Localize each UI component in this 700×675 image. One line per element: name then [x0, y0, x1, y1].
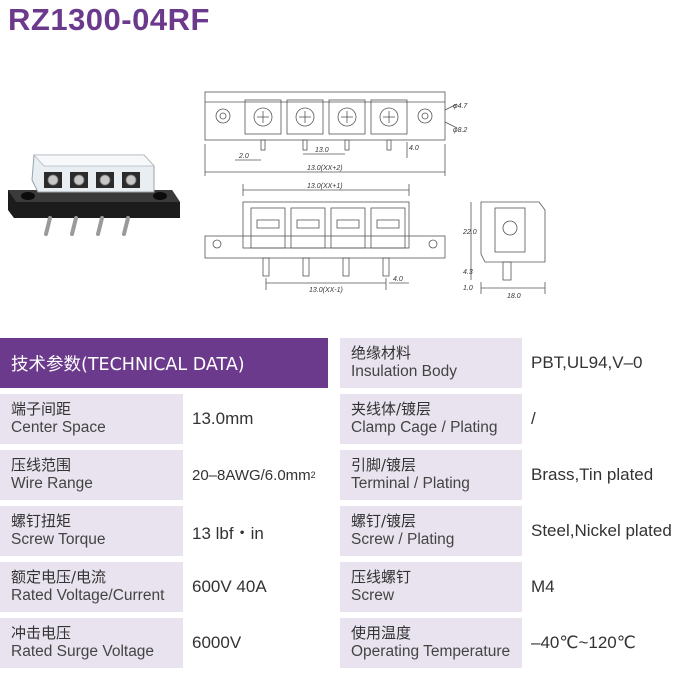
- spec-table: 技术参数(TECHNICAL DATA) 端子间距 Center Space 1…: [0, 338, 700, 675]
- dim-1: 1.0: [463, 285, 473, 292]
- row-label-en: Screw: [351, 587, 395, 604]
- row-label-zh: 压线螺钉: [351, 568, 412, 586]
- dim-phi82: φ8.2: [453, 127, 467, 134]
- row-label-zh: 压线范围: [11, 456, 72, 474]
- row-label-en: Terminal / Plating: [351, 475, 470, 492]
- row-label-en: Rated Voltage/Current: [11, 587, 165, 604]
- table-row: 使用温度 Operating Temperature –40℃~120℃: [340, 618, 700, 668]
- table-row: 螺钉/镀层 Screw / Plating Steel,Nickel plate…: [340, 506, 700, 556]
- row-label-en: Insulation Body: [351, 363, 457, 380]
- row-value: 600V 40A: [192, 577, 267, 596]
- row-label-zh: 夹线体/镀层: [351, 400, 432, 418]
- dim-22: 22.0: [462, 229, 477, 236]
- dim-4-bottom: 4.0: [393, 276, 403, 283]
- row-label-en: Center Space: [11, 419, 106, 436]
- row-label-zh: 螺钉/镀层: [351, 512, 417, 530]
- row-label-zh: 引脚/镀层: [351, 456, 417, 474]
- row-label-zh: 额定电压/电流: [11, 568, 107, 586]
- row-value: –40℃~120℃: [531, 633, 636, 652]
- row-label-en: Wire Range: [11, 475, 93, 492]
- table-row: 夹线体/镀层 Clamp Cage / Plating /: [340, 394, 700, 444]
- row-label-zh: 螺钉扭矩: [11, 512, 72, 530]
- row-label-en: Operating Temperature: [351, 643, 511, 660]
- table-row: 端子间距 Center Space 13.0mm: [0, 394, 700, 444]
- table-row: 冲击电压 Rated Surge Voltage 6000V: [0, 618, 700, 668]
- product-title: RZ1300-04RF: [8, 2, 210, 37]
- row-label-en: Screw Torque: [11, 531, 106, 548]
- row-value: 20–8AWG/6.0mm: [192, 466, 311, 484]
- table-row: 螺钉扭矩 Screw Torque 13 lbf・in: [0, 506, 700, 556]
- dim-18: 18.0: [507, 293, 521, 300]
- column-separator: [328, 338, 340, 675]
- dim-43: 4.3: [463, 269, 473, 276]
- table-row: 压线螺钉 Screw M4: [340, 562, 700, 612]
- dim-phi47: φ4.7: [453, 103, 468, 110]
- row-label-en: Rated Surge Voltage: [11, 643, 155, 660]
- product-photo: [8, 154, 180, 236]
- row-value: 13.0mm: [192, 409, 254, 428]
- table-row: 引脚/镀层 Terminal / Plating Brass,Tin plate…: [340, 450, 700, 500]
- dim-13-xx1: 13.0(XX+1): [307, 183, 343, 190]
- row-value: Steel,Nickel plated: [531, 521, 672, 540]
- table-header-label: 技术参数(TECHNICAL DATA): [11, 354, 245, 375]
- dim-2: 2.0: [238, 153, 249, 160]
- row-value: M4: [531, 577, 555, 596]
- row-label-zh: 绝缘材料: [351, 344, 412, 362]
- table-header: 技术参数(TECHNICAL DATA): [0, 338, 328, 388]
- dim-13-xxm1: 13.0(XX-1): [309, 287, 343, 294]
- row-label-zh: 使用温度: [351, 624, 412, 642]
- row-label-en: Clamp Cage / Plating: [351, 419, 498, 436]
- dim-4: 4.0: [409, 145, 419, 152]
- row-label-zh: 端子间距: [11, 400, 72, 418]
- row-value: /: [531, 409, 536, 428]
- row-value: 13 lbf・in: [192, 523, 264, 543]
- dim-13: 13.0: [315, 147, 329, 154]
- row-value: 6000V: [192, 633, 242, 652]
- technical-drawing: φ4.7 φ8.2 2.0 13.0 4.0 13.0(XX+2) 13.0(X…: [204, 91, 546, 300]
- row-label-zh: 冲击电压: [11, 624, 72, 642]
- table-row: 额定电压/电流 Rated Voltage/Current 600V 40A: [0, 562, 700, 612]
- row-value: Brass,Tin plated: [531, 465, 654, 484]
- dim-13-xx2: 13.0(XX+2): [307, 165, 343, 172]
- row-value: PBT,UL94,V–0: [531, 353, 643, 372]
- table-row: 绝缘材料 Insulation Body PBT,UL94,V–0: [340, 338, 700, 388]
- row-value-superscript: 2: [310, 470, 316, 480]
- row-label-en: Screw / Plating: [351, 531, 455, 548]
